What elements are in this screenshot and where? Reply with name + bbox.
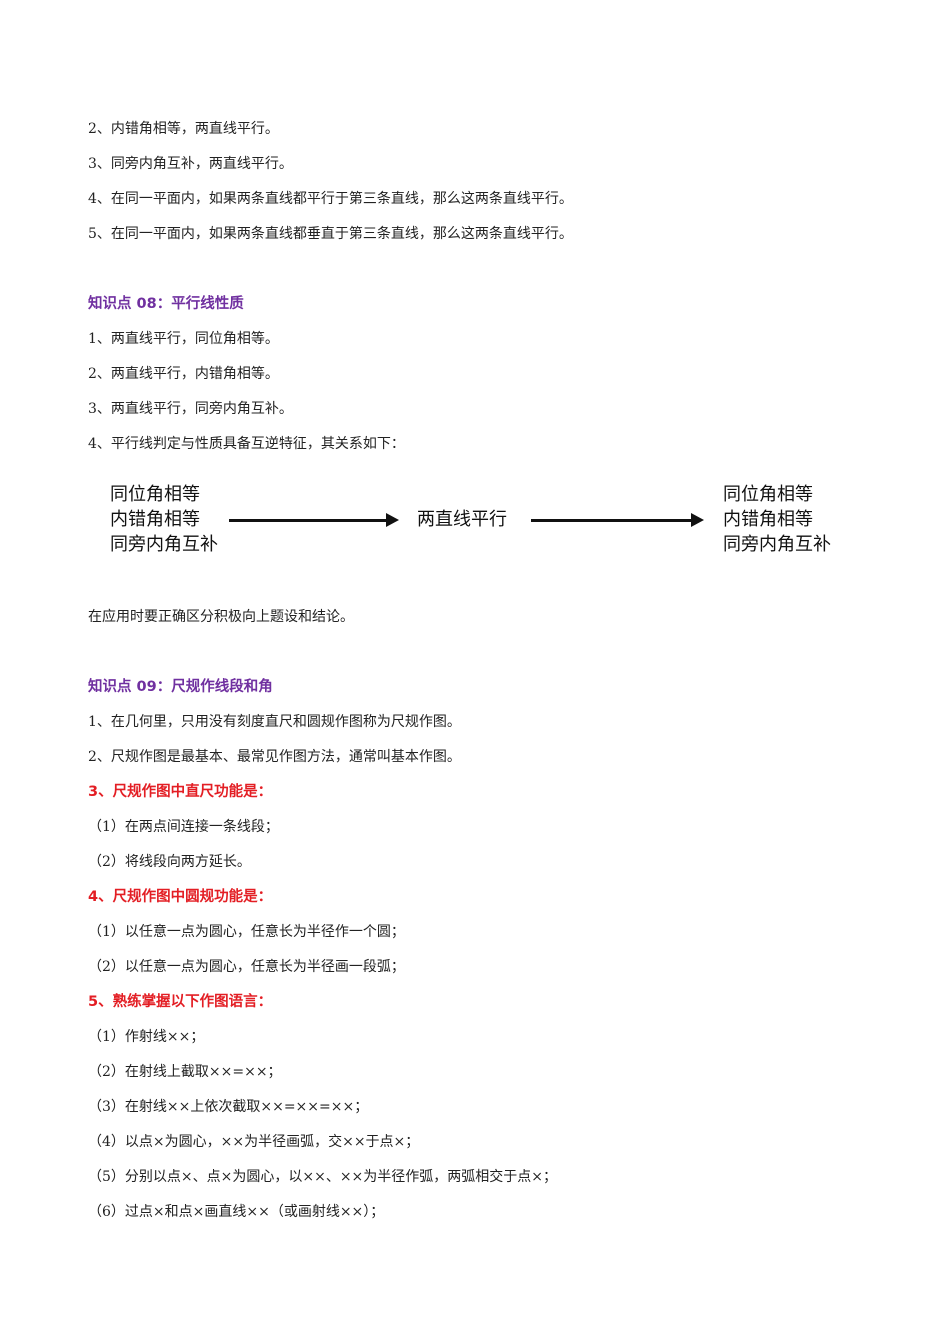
diagram-left-group: 同位角相等 内错角相等 同旁内角互补 [110,482,218,557]
paragraph: 1、在几何里，只用没有刻度直尺和圆规作图称为尺规作图。 [88,714,461,730]
paragraph: 在应用时要正确区分积极向上题设和结论。 [88,609,354,625]
paragraph: 2、尺规作图是最基本、最常见作图方法，通常叫基本作图。 [88,749,461,765]
diagram-label: 两直线平行 [417,509,507,530]
emphasis-heading: 3、尺规作图中直尺功能是： [88,784,273,800]
paragraph: 4、平行线判定与性质具备互逆特征，其关系如下： [88,436,405,452]
list-item: （5）分别以点×、点×为圆心，以××、××为半径作弧，两弧相交于点×； [88,1169,558,1185]
paragraph: 3、两直线平行，同旁内角互补。 [88,401,293,417]
paragraph: 1、两直线平行，同位角相等。 [88,331,279,347]
diagram-right-group: 同位角相等 内错角相等 同旁内角互补 [723,482,831,557]
paragraph: 2、内错角相等，两直线平行。 [88,121,279,137]
list-item: （1）以任意一点为圆心，任意长为半径作一个圆； [88,924,405,940]
diagram-middle: 两直线平行 [417,507,507,532]
arrow-right-icon [531,513,704,527]
section-heading-08: 知识点 08：平行线性质 [88,296,244,312]
list-item: （3）在射线××上依次截取××=××=××； [88,1099,369,1115]
list-item: （2）在射线上截取××=××； [88,1064,282,1080]
list-item: （4）以点×为圆心，××为半径画弧，交××于点×； [88,1134,420,1150]
list-item: （1）作射线××； [88,1029,205,1045]
diagram-label: 同位角相等 [723,484,813,505]
arrow-right-icon [229,513,399,527]
list-item: （2）将线段向两方延长。 [88,854,251,870]
diagram-label: 内错角相等 [110,509,200,530]
paragraph: 5、在同一平面内，如果两条直线都垂直于第三条直线，那么这两条直线平行。 [88,226,573,242]
paragraph: 4、在同一平面内，如果两条直线都平行于第三条直线，那么这两条直线平行。 [88,191,573,207]
list-item: （1）在两点间连接一条线段； [88,819,279,835]
relation-diagram: 同位角相等 内错角相等 同旁内角互补 两直线平行 同位角相等 内错角相等 同旁内… [0,480,950,560]
paragraph: 2、两直线平行，内错角相等。 [88,366,279,382]
diagram-label: 内错角相等 [723,509,813,530]
emphasis-heading: 5、熟练掌握以下作图语言： [88,994,273,1010]
diagram-label: 同旁内角互补 [723,534,831,555]
emphasis-heading: 4、尺规作图中圆规功能是： [88,889,273,905]
diagram-label: 同旁内角互补 [110,534,218,555]
paragraph: 3、同旁内角互补，两直线平行。 [88,156,293,172]
diagram-label: 同位角相等 [110,484,200,505]
list-item: （2）以任意一点为圆心，任意长为半径画一段弧； [88,959,405,975]
section-heading-09: 知识点 09：尺规作线段和角 [88,679,273,695]
list-item: （6）过点×和点×画直线××（或画射线××）； [88,1204,385,1220]
